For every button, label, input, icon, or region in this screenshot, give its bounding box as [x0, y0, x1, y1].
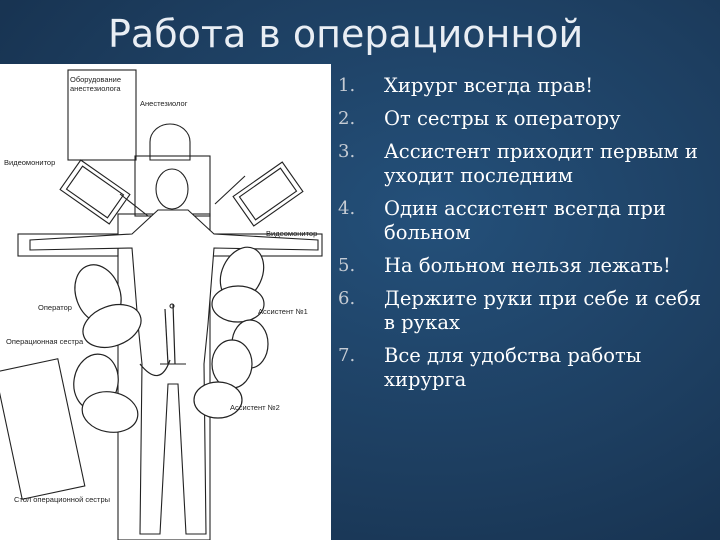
rules-list: 1. Хирург всегда прав! 2. От сестры к опер…	[338, 74, 714, 401]
rule-text: От сестры к оператору	[384, 107, 621, 130]
videomonitor-right-shape	[232, 161, 304, 227]
slide-title: Работа в операционной	[108, 12, 584, 56]
anesthesia-equipment-shape	[67, 69, 137, 161]
patient	[29, 168, 319, 535]
rule-number: 2.	[338, 108, 356, 129]
label-anesthesia-equipment-2: анестезиолога	[70, 84, 121, 93]
label-anesthesiologist: Анестезиолог	[140, 99, 188, 108]
rule-text: На больном нельзя лежать!	[384, 254, 671, 277]
label-assistant-2: Ассистент №2	[230, 403, 280, 412]
rule-text: Один ассистент всегда при больном	[384, 197, 666, 244]
rule-item: 5. На больном нельзя лежать!	[338, 254, 714, 278]
rule-item: 7. Все для удобства работы хирурга	[338, 344, 714, 392]
anesthesiologist-seat	[149, 123, 191, 161]
rule-text: Держите руки при себе и себя в руках	[384, 287, 701, 334]
rule-number: 6.	[338, 288, 356, 309]
label-videomonitor-right: Видеомонитор	[266, 229, 317, 238]
rule-number: 3.	[338, 141, 356, 162]
rule-number: 7.	[338, 345, 356, 366]
assistant-2-figure	[193, 339, 253, 419]
label-operator: Оператор	[38, 303, 72, 312]
rule-item: 2. От сестры к оператору	[338, 107, 714, 131]
label-anesthesia-equipment-1: Оборудование	[70, 75, 121, 84]
label-nurse-table: Стол операционной сестры	[14, 495, 110, 504]
assistant-1-figure	[211, 246, 269, 369]
rule-text: Все для удобства работы хирурга	[384, 344, 642, 391]
operating-room-diagram-svg: Оборудование анестезиолога Анестезиолог …	[0, 69, 323, 540]
rule-number: 4.	[338, 198, 356, 219]
label-assistant-1: Ассистент №1	[258, 307, 308, 316]
rule-item: 3. Ассистент приходит первым и уходит пос…	[338, 140, 714, 188]
rule-text: Ассистент приходит первым и уходит после…	[384, 140, 698, 187]
nurse-table-shape	[0, 358, 86, 500]
rule-text: Хирург всегда прав!	[384, 74, 594, 97]
rule-number: 1.	[338, 75, 356, 96]
scrub-nurse-figure	[73, 353, 139, 433]
rule-number: 5.	[338, 255, 356, 276]
rule-item: 4. Один ассистент всегда при больном	[338, 197, 714, 245]
operator-figure	[74, 264, 142, 349]
operating-room-diagram: Оборудование анестезиолога Анестезиолог …	[0, 64, 331, 540]
rule-item: 6. Держите руки при себе и себя в руках	[338, 287, 714, 335]
videomonitor-left-shape	[59, 159, 131, 225]
label-videomonitor-left: Видеомонитор	[4, 158, 55, 167]
rule-item: 1. Хирург всегда прав!	[338, 74, 714, 98]
label-scrub-nurse: Операционная сестра	[6, 337, 84, 346]
